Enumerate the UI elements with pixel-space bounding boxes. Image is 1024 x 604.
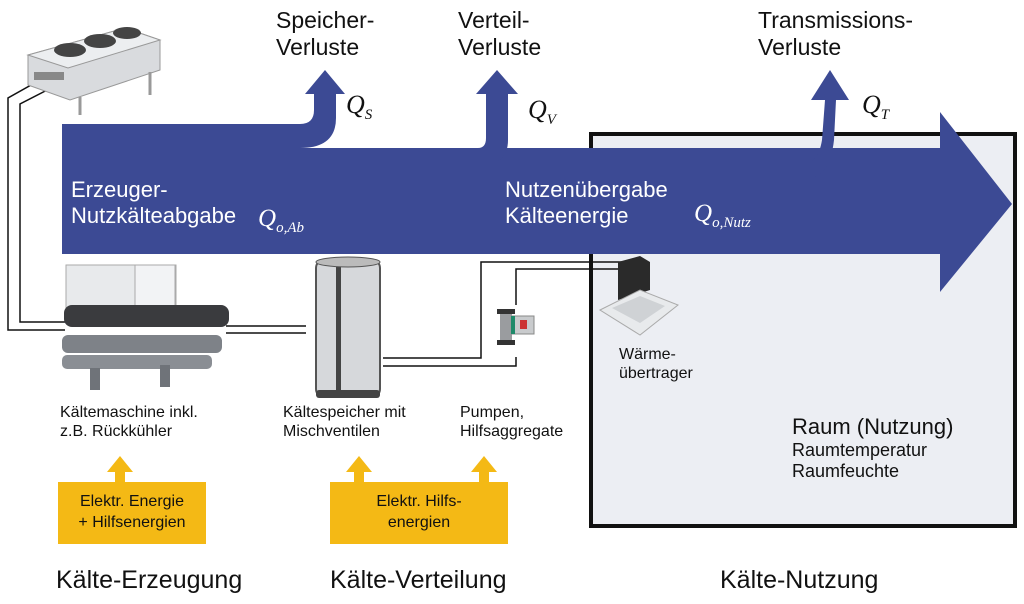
- q-symbol: Q: [862, 90, 881, 119]
- section-usage: Kälte-Nutzung: [720, 566, 879, 594]
- q-subscript: S: [364, 107, 373, 123]
- energy-input-generation: Elektr. Energie + Hilfsenergien: [58, 482, 206, 544]
- q-symbol: Q: [694, 200, 713, 227]
- pipe-storage-exchanger: [383, 261, 650, 367]
- q-subscript: T: [880, 107, 890, 123]
- heat-exchanger-line1: Wärme-: [619, 346, 676, 363]
- energy-arrow-generation: [107, 456, 133, 482]
- storage-line1: Kältespeicher mit: [283, 404, 406, 421]
- generator-output-symbol: Qo,Ab: [258, 205, 304, 237]
- q-subscript: o,Nutz: [712, 215, 751, 231]
- room-title: Raum (Nutzung): [792, 414, 954, 439]
- section-distribution: Kälte-Verteilung: [330, 566, 507, 594]
- heat-exchanger-line2: übertrager: [619, 364, 693, 382]
- storage-line2: Mischventilen: [283, 422, 380, 440]
- generator-output-line1: Erzeuger-: [71, 177, 168, 202]
- generator-output-line2-wrap: Nutzkälteabgabe: [71, 203, 236, 229]
- delivery-symbol: Qo,Nutz: [694, 200, 751, 232]
- chiller-icon: [62, 264, 229, 390]
- q-symbol: Q: [258, 205, 277, 232]
- q-subscript: V: [546, 112, 556, 128]
- q-symbol: Q: [528, 95, 547, 124]
- energy-arrow-pumps: [471, 456, 497, 482]
- transmission-loss-symbol: QT: [862, 90, 889, 124]
- q-subscript: o,Ab: [276, 220, 304, 236]
- delivery-line2: Kälteenergie: [505, 202, 629, 228]
- distribution-loss-line2: Verluste: [458, 34, 542, 61]
- storage-loss-line2: Verluste: [276, 34, 360, 61]
- dry-cooler-icon: [26, 27, 162, 115]
- heat-exchanger-label: Wärme- übertrager: [619, 346, 693, 384]
- energy-input-distribution: Elektr. Hilfs- energien: [330, 482, 508, 544]
- storage-label: Kältespeicher mit Mischventilen: [283, 404, 406, 442]
- pipe-chiller-storage: [226, 325, 306, 334]
- pipe-drycooler-chiller: [7, 79, 65, 331]
- storage-loss-line1: Speicher-: [276, 7, 375, 33]
- transmission-loss-label: Transmissions- Verluste: [758, 7, 913, 61]
- generator-output-label: Erzeuger- Nutzkälteabgabe: [71, 177, 236, 229]
- delivery-label: Nutzenübergabe Kälteenergie: [505, 177, 668, 229]
- storage-loss-symbol: QS: [346, 90, 372, 124]
- pumps-line2: Hilfsaggregate: [460, 422, 564, 440]
- chiller-label: Kältemaschine inkl. z.B. Rückkühler: [60, 404, 198, 442]
- transmission-loss-arrow: [600, 70, 849, 178]
- chiller-line2: z.B. Rückkühler: [60, 422, 173, 440]
- pump-icon: [497, 309, 535, 345]
- room-label: Raum (Nutzung) Raumtemperatur Raumfeucht…: [792, 414, 953, 482]
- energy-distribution-line1: Elektr. Hilfs-: [376, 493, 462, 511]
- pumps-label: Pumpen, Hilfsaggregate: [460, 404, 563, 442]
- storage-tank-icon: [315, 256, 381, 398]
- q-symbol: Q: [346, 90, 365, 119]
- transmission-loss-line1: Transmissions-: [758, 7, 914, 33]
- distribution-loss-arrow: [300, 70, 518, 165]
- pumps-line1: Pumpen,: [460, 404, 525, 421]
- delivery-line1: Nutzenübergabe: [505, 177, 668, 202]
- main-flow-arrow: [62, 112, 1012, 292]
- distribution-loss-label: Verteil- Verluste: [458, 7, 541, 61]
- storage-loss-arrow: [62, 70, 345, 148]
- energy-generation-line1: Elektr. Energie: [79, 493, 185, 511]
- section-generation: Kälte-Erzeugung: [56, 566, 243, 594]
- storage-loss-label: Speicher- Verluste: [276, 7, 374, 61]
- ceiling-cassette-icon: [598, 256, 679, 336]
- distribution-loss-line1: Verteil-: [458, 7, 530, 33]
- energy-arrow-storage: [346, 456, 372, 482]
- room-temperature: Raumtemperatur: [792, 439, 928, 460]
- transmission-loss-line2: Verluste: [758, 34, 842, 61]
- chiller-line1: Kältemaschine inkl.: [60, 404, 198, 421]
- energy-distribution-line2: energien: [387, 514, 451, 531]
- distribution-loss-symbol: QV: [528, 95, 556, 129]
- room-humidity: Raumfeuchte: [792, 461, 900, 482]
- energy-generation-line2: + Hilfsenergien: [78, 514, 186, 531]
- generator-output-line2: Nutzkälteabgabe: [71, 202, 237, 228]
